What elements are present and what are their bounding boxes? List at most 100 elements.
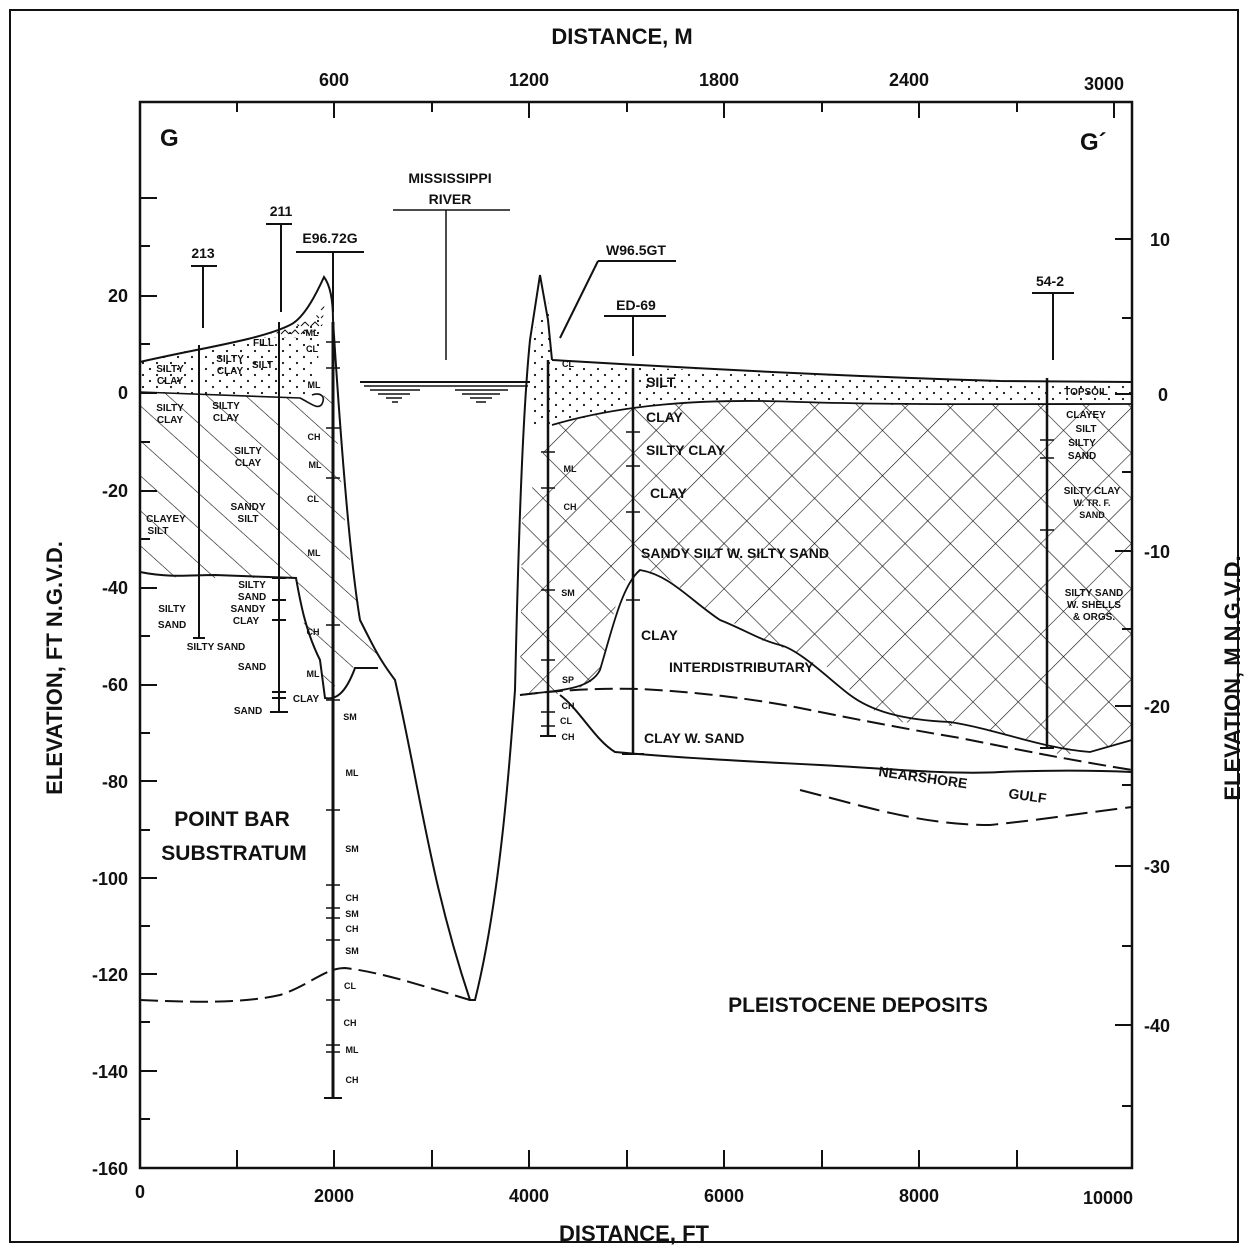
label-clay: CLAY xyxy=(233,616,260,627)
silt-base-right xyxy=(551,400,1133,426)
top-tick-label: 1800 xyxy=(699,70,739,90)
label-clay: CLAY xyxy=(235,458,262,469)
ground-surface-right xyxy=(551,359,1133,383)
nearshore-top xyxy=(519,687,1133,771)
label-silty-clay: SILTY CLAY xyxy=(1064,486,1121,497)
log-sm: SM xyxy=(561,588,575,598)
channel-outline xyxy=(332,274,553,1001)
zone-pleistocene: PLEISTOCENE DEPOSITS xyxy=(728,994,988,1017)
boring-w965gt-label: W96.5GT xyxy=(606,242,666,258)
zone-point-bar: POINT BAR xyxy=(174,808,290,831)
log-ml: ML xyxy=(346,768,359,778)
right-tick-labels: 10 0 -10 -20 -30 -40 xyxy=(1144,230,1170,1036)
log-ch: CH xyxy=(562,732,575,742)
figure-frame xyxy=(9,9,1239,1243)
boring-e9672g-label: E96.72G xyxy=(302,230,357,246)
label-clay: CLAY xyxy=(157,376,184,387)
right-axis-title: ELEVATION, M N.G.V.D. xyxy=(1220,555,1245,800)
label-sandy-silt: SANDY SILT W. SILTY SAND xyxy=(641,545,829,561)
bottom-tick-label: 6000 xyxy=(704,1186,744,1206)
label-clay: CLAY xyxy=(157,415,184,426)
zone-substratum: SUBSTRATUM xyxy=(161,842,306,865)
label-silt: SILT xyxy=(148,526,169,537)
topstratum-base-left xyxy=(139,571,378,700)
label-sand: SAND xyxy=(238,662,266,673)
label-silty: SILTY xyxy=(234,446,262,457)
log-cl: CL xyxy=(307,494,319,504)
log-ch: CH xyxy=(346,1075,359,1085)
boring-54-2-label: 54-2 xyxy=(1036,273,1064,289)
left-tick-label: 20 xyxy=(108,286,128,306)
label-silty-sand: SILTY SAND xyxy=(187,642,246,653)
label-sandy: SANDY xyxy=(230,604,265,615)
log-ch: CH xyxy=(344,1018,357,1028)
label-clayey: CLAYEY xyxy=(146,514,186,525)
log-ch: CH xyxy=(346,924,359,934)
label-silty: SILTY xyxy=(216,354,244,365)
label-silty: SILTY xyxy=(212,401,240,412)
log-cl: CL xyxy=(560,716,572,726)
label-silty: SILTY xyxy=(1068,438,1096,449)
top-tick-labels: 600 1200 1800 2400 3000 xyxy=(319,70,1124,94)
label-clay: CLAY xyxy=(293,694,320,705)
left-axis-ticks xyxy=(140,197,157,1120)
label-silty-clay: SILTY CLAY xyxy=(646,442,726,458)
log-ch: CH xyxy=(308,432,321,442)
label-interdistributary: INTERDISTRIBUTARY xyxy=(669,659,814,675)
bottom-tick-label: 2000 xyxy=(314,1186,354,1206)
right-tick-label: -10 xyxy=(1144,542,1170,562)
left-tick-labels: 20 0 -20 -40 -60 -80 -100 -120 -140 -160 xyxy=(92,286,128,1179)
label-sand: SAND xyxy=(234,706,262,717)
label-topsoil: TOPSOIL xyxy=(1064,387,1108,398)
section-label-left: G xyxy=(160,125,179,152)
log-sm: SM xyxy=(343,712,357,722)
top-axis-title: DISTANCE, M xyxy=(551,24,692,49)
label-orgs: & ORGS. xyxy=(1073,612,1115,623)
log-ml: ML xyxy=(564,464,577,474)
label-clayey: CLAYEY xyxy=(1066,410,1106,421)
log-cl: CL xyxy=(306,344,318,354)
label-sand: SAND xyxy=(158,620,186,631)
bottom-tick-label: 8000 xyxy=(899,1186,939,1206)
bottom-tick-label: 4000 xyxy=(509,1186,549,1206)
bottom-axis-ticks xyxy=(236,1150,1018,1168)
right-tick-label: -30 xyxy=(1144,857,1170,877)
left-tick-label: -20 xyxy=(102,481,128,501)
label-sandy: SANDY xyxy=(230,502,265,513)
layer-boundary-left xyxy=(139,391,325,408)
left-tick-label: -160 xyxy=(92,1159,128,1179)
log-sm: SM xyxy=(345,909,359,919)
right-tick-label: 0 xyxy=(1158,385,1168,405)
log-ml: ML xyxy=(306,328,319,338)
bottom-axis-title: DISTANCE, FT xyxy=(559,1221,709,1246)
top-tick-label: 1200 xyxy=(509,70,549,90)
boring-211 xyxy=(266,223,292,713)
log-sm: SM xyxy=(345,844,359,854)
top-tick-label: 3000 xyxy=(1084,74,1124,94)
log-ch: CH xyxy=(564,502,577,512)
log-ml: ML xyxy=(308,380,321,390)
clay-sand-base xyxy=(559,694,1133,774)
label-silt: SILT xyxy=(1076,424,1097,435)
log-ml: ML xyxy=(346,1045,359,1055)
section-label-right: G´ xyxy=(1080,129,1107,156)
left-tick-label: -40 xyxy=(102,578,128,598)
fill-zone xyxy=(260,300,325,338)
top-tick-label: 2400 xyxy=(889,70,929,90)
log-ml: ML xyxy=(308,548,321,558)
label-clay: CLAY xyxy=(641,627,678,643)
label-silt: SILT xyxy=(646,374,676,390)
bottom-tick-label: 0 xyxy=(135,1182,145,1202)
log-sm: SM xyxy=(345,946,359,956)
label-silty: SILTY xyxy=(156,364,184,375)
log-ml: ML xyxy=(309,460,322,470)
boring-ed69-label: ED-69 xyxy=(616,297,656,313)
nearshore-base xyxy=(799,789,1133,827)
river-water xyxy=(360,381,530,403)
boring-ed69 xyxy=(604,315,666,755)
log-cl: CL xyxy=(344,981,356,991)
label-clay: CLAY xyxy=(650,485,687,501)
boring-54-2 xyxy=(1032,292,1074,749)
left-tick-label: -60 xyxy=(102,675,128,695)
interdistributary-crosshatch xyxy=(520,400,1132,755)
